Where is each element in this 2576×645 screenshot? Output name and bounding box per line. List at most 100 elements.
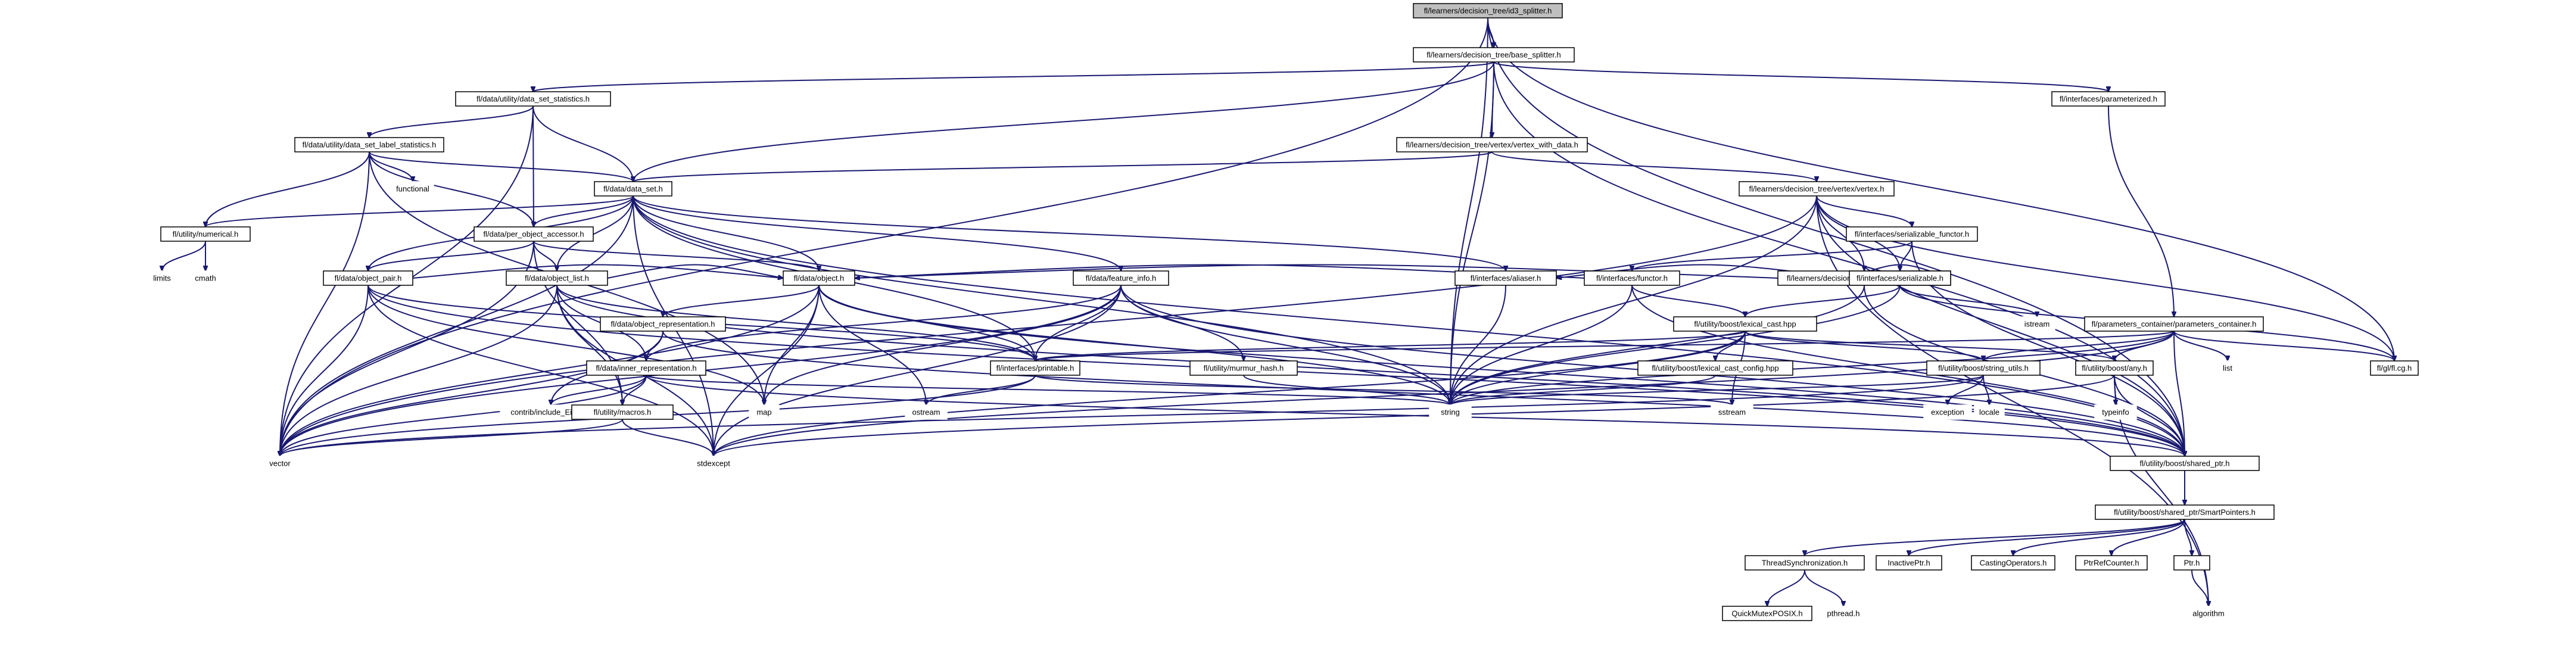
node-stdexcept: stdexcept (686, 456, 741, 471)
edge-fl-data-data-set-h-to-fl-utility-boost-shared-ptr-h (633, 195, 2185, 456)
node-inactiveptr-h[interactable]: InactivePtr.h (1876, 555, 1942, 571)
edge-fl-data-feature-info-h-to-stdexcept (714, 285, 1122, 456)
edge-fl-parameters-container-parameters-container-h-to-string (1450, 331, 2175, 405)
node-box (1637, 360, 1793, 376)
node-fl-interfaces-aliaser-h[interactable]: fl/interfaces/aliaser.h (1454, 270, 1557, 286)
node-box (294, 137, 444, 152)
node-fl-gl-fl-cg-h[interactable]: fl/gl/fl.cg.h (2370, 360, 2419, 376)
node-fl-data-object-h[interactable]: fl/data/object.h (783, 270, 855, 286)
node-algorithm: algorithm (2181, 606, 2236, 621)
node-fl-utility-murmur-hash-h[interactable]: fl/utility/murmur_hash.h (1189, 360, 1298, 376)
node-fl-data-object-list-h[interactable]: fl/data/object_list.h (506, 270, 608, 286)
node-fl-interfaces-serializable-functor-h[interactable]: fl/interfaces/serializable_functor.h (1846, 226, 1978, 242)
node-fl-utility-boost-shared-ptr-h[interactable]: fl/utility/boost/shared_ptr.h (2110, 456, 2260, 471)
node-box (160, 226, 251, 242)
node-fl-data-object-pair-h[interactable]: fl/data/object_pair.h (323, 270, 413, 286)
edge-fl-data-object-pair-h-to-vector (280, 285, 369, 456)
node-label: fl/data/feature_info.h (1086, 274, 1157, 283)
node-fl-learners-decision-tree-vertex-vertex-with-data-h[interactable]: fl/learners/decision_tree/vertex/vertex_… (1396, 137, 1588, 152)
edge-fl-utility-macros-h-to-stdexcept (622, 419, 714, 456)
edge-fl-data-utility-data-set-label-statistics-h-to-fl-utility-numerical-h (205, 151, 370, 227)
node-fl-interfaces-serializable-h[interactable]: fl/interfaces/serializable.h (1849, 270, 1951, 286)
node-quickmutexposix-h[interactable]: QuickMutexPOSIX.h (1722, 606, 1812, 621)
node-label: fl/data/object.h (794, 274, 845, 283)
node-fl-utility-boost-lexical-cast-hpp[interactable]: fl/utility/boost/lexical_cast.hpp (1673, 316, 1817, 332)
node-fl-data-per-object-accessor-h[interactable]: fl/data/per_object_accessor.h (474, 226, 594, 242)
edge-fl-learners-decision-tree-base-splitter-h-to-fl-interfaces-parameterized-h (1493, 61, 2108, 92)
node-box (147, 270, 177, 286)
edge-fl-utility-boost-shared-ptr-smartpointers-h-to-threadsynchronization-h (1805, 519, 2185, 556)
edge-fl-data-inner-representation-h-to-string (646, 375, 1450, 405)
node-label: map (756, 408, 771, 417)
edge-threadsynchronization-h-to-quickmutexposix-h (1767, 569, 1805, 606)
node-fl-interfaces-printable-h[interactable]: fl/interfaces/printable.h (990, 360, 1080, 376)
node-box (1073, 270, 1169, 286)
edge-fl-parameters-container-parameters-container-h-to-fl-utility-boost-string-utils-h (1983, 331, 2175, 361)
node-box (1849, 270, 1951, 286)
node-label: ostream (912, 408, 940, 417)
node-label: contrib/include_Eigen.h (510, 408, 591, 417)
edge-fl-interfaces-printable-h-to-sstream (1035, 375, 1732, 405)
node-label: pthread.h (1827, 609, 1860, 618)
node-box (2181, 606, 2236, 621)
node-fl-parameters-container-parameters-container-h[interactable]: fl/parameters_container/parameters_conta… (2084, 316, 2264, 332)
node-fl-utility-boost-string-utils-h[interactable]: fl/utility/boost/string_utils.h (1926, 360, 2041, 376)
node-ptr-h[interactable]: Ptr.h (2173, 555, 2210, 571)
node-box (2173, 555, 2210, 571)
node-label: fl/interfaces/parameterized.h (2060, 95, 2157, 104)
edge-fl-data-utility-data-set-statistics-h-to-fl-data-data-set-h (532, 105, 633, 182)
node-fl-interfaces-functor-h[interactable]: fl/interfaces/functor.h (1584, 270, 1680, 286)
node-box (1584, 270, 1680, 286)
node-fl-data-data-set-h[interactable]: fl/data/data_set.h (594, 181, 672, 197)
edge-fl-data-data-set-h-to-fl-data-per-object-accessor-h (534, 195, 634, 227)
node-fl-learners-decision-tree-base-splitter-h[interactable]: fl/learners/decision_tree/base_splitter.… (1413, 47, 1575, 63)
node-castingoperators-h[interactable]: CastingOperators.h (1971, 555, 2055, 571)
node-fl-learners-decision-tree-vertex-vertex-h[interactable]: fl/learners/decision_tree/vertex/vertex.… (1739, 181, 1895, 197)
node-limits: limits (147, 270, 177, 286)
node-label: vector (269, 459, 291, 468)
node-fl-data-utility-data-set-label-statistics-h[interactable]: fl/data/utility/data_set_label_statistic… (294, 137, 444, 152)
node-box (905, 404, 948, 420)
edge-fl-utility-boost-lexical-cast-hpp-to-fl-utility-boost-any-h (1745, 331, 2114, 361)
node-box (506, 270, 608, 286)
edge-fl-data-utility-data-set-statistics-h-to-fl-data-per-object-accessor-h (533, 105, 534, 227)
node-threadsynchronization-h[interactable]: ThreadSynchronization.h (1745, 555, 1865, 571)
edge-fl-interfaces-aliaser-h-to-string (1450, 285, 1506, 405)
node-fl-learners-decision-tree-id3-splitter-h[interactable]: fl/learners/decision_tree/id3_splitter.h (1413, 3, 1563, 18)
node-box (1396, 137, 1588, 152)
node-box (783, 270, 855, 286)
node-fl-data-utility-data-set-statistics-h[interactable]: fl/data/utility/data_set_statistics.h (455, 91, 611, 107)
node-fl-utility-macros-h[interactable]: fl/utility/macros.h (571, 404, 674, 420)
node-fl-data-object-representation-h[interactable]: fl/data/object_representation.h (600, 316, 726, 332)
node-box (2215, 360, 2240, 376)
node-string: string (1429, 404, 1472, 420)
node-label: locale (1979, 408, 1999, 417)
edge-fl-utility-murmur-hash-h-to-string (1243, 375, 1450, 405)
edge-fl-parameters-container-parameters-container-h-to-fl-utility-boost-shared-ptr-h (2173, 331, 2185, 456)
node-fl-utility-numerical-h[interactable]: fl/utility/numerical.h (160, 226, 251, 242)
node-label: fl/interfaces/aliaser.h (1471, 274, 1541, 283)
node-fl-utility-boost-lexical-cast-config-hpp[interactable]: fl/utility/boost/lexical_cast_config.hpp (1637, 360, 1793, 376)
edge-fl-learners-decision-tree-vertex-vertex-h-to-fl-learners-decision-tree-condition-condition-h (1816, 195, 1864, 271)
node-fl-data-inner-representation-h[interactable]: fl/data/inner_representation.h (586, 360, 706, 376)
edge-threadsynchronization-h-to-pthread-h (1804, 569, 1843, 606)
node-label: fl/utility/boost/shared_ptr/SmartPointer… (2114, 508, 2256, 517)
node-box (1454, 270, 1557, 286)
node-box (1711, 404, 1753, 420)
edge-fl-data-object-list-h-to-fl-data-object-h (607, 264, 783, 279)
edge-fl-data-utility-data-set-label-statistics-h-to-vector (280, 151, 370, 456)
node-fl-data-feature-info-h[interactable]: fl/data/feature_info.h (1073, 270, 1169, 286)
node-ptrrefcounter-h[interactable]: PtrRefCounter.h (2075, 555, 2148, 571)
edge-fl-utility-boost-string-utils-h-to-exception (1948, 375, 1984, 405)
edge-fl-learners-decision-tree-id3-splitter-h-to-vector (280, 17, 1488, 456)
node-fl-utility-boost-shared-ptr-smartpointers-h[interactable]: fl/utility/boost/shared_ptr/SmartPointer… (2095, 504, 2275, 520)
edge-fl-learners-decision-tree-base-splitter-h-to-fl-data-utility-data-set-statistics-h (533, 61, 1494, 92)
node-box (1189, 360, 1298, 376)
node-fl-utility-boost-any-h[interactable]: fl/utility/boost/any.h (2075, 360, 2154, 376)
edge-fl-data-feature-info-h-to-map (764, 285, 1122, 405)
node-exception: exception (1923, 404, 1972, 420)
edge-fl-data-per-object-accessor-h-to-fl-utility-macros-h (533, 241, 622, 405)
node-fl-interfaces-parameterized-h[interactable]: fl/interfaces/parameterized.h (2051, 91, 2166, 107)
edge-fl-data-inner-representation-h-to-vector (280, 375, 647, 456)
edge-fl-learners-decision-tree-base-splitter-h-to-fl-utility-boost-shared-ptr-h (1493, 61, 2185, 456)
